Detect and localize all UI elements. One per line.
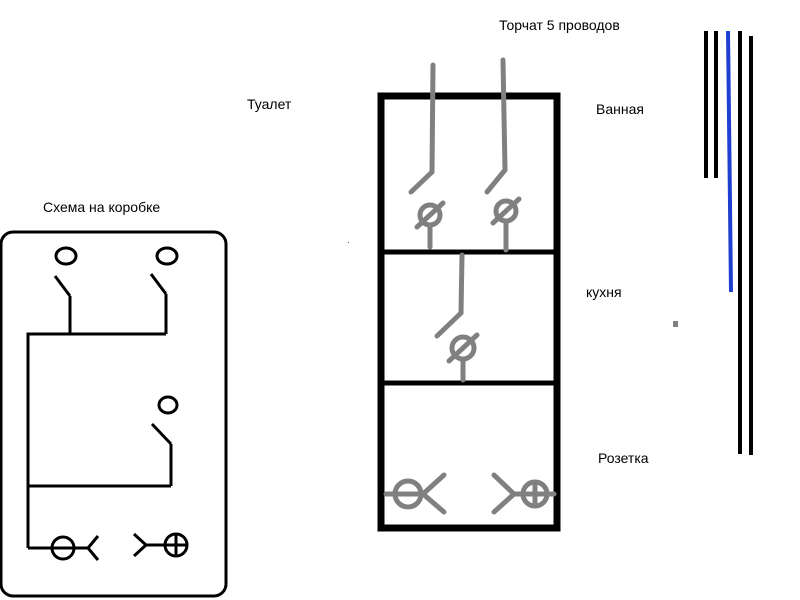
box-switch-left	[53, 246, 78, 334]
toilet-switch	[408, 62, 446, 250]
box-scheme-frame	[0, 230, 228, 598]
socket-label: Розетка	[598, 450, 649, 466]
bathroom-switch	[484, 57, 522, 253]
box-switch-right	[149, 246, 179, 334]
five-wires	[704, 30, 753, 455]
wire-3-blue	[726, 30, 733, 293]
box-socket-right	[132, 532, 189, 558]
block-socket-right	[491, 472, 557, 515]
box-scheme	[0, 230, 228, 598]
stray-square	[673, 321, 678, 327]
switch-socket-block	[377, 57, 561, 532]
block-frame	[377, 92, 561, 532]
block-socket-left	[383, 472, 447, 515]
toilet-label: Туалет	[247, 96, 292, 112]
wires-count-label: Торчат 5 проводов	[499, 17, 620, 33]
box-switch-middle	[28, 395, 179, 488]
stray-dot	[348, 242, 349, 243]
box-common-wire	[26, 332, 166, 548]
kitchen-switch	[434, 252, 480, 383]
kitchen-label: кухня	[586, 284, 622, 300]
box-socket-left	[28, 535, 100, 561]
bathroom-label: Ванная	[596, 101, 644, 117]
box-scheme-label: Схема на коробке	[43, 199, 161, 215]
